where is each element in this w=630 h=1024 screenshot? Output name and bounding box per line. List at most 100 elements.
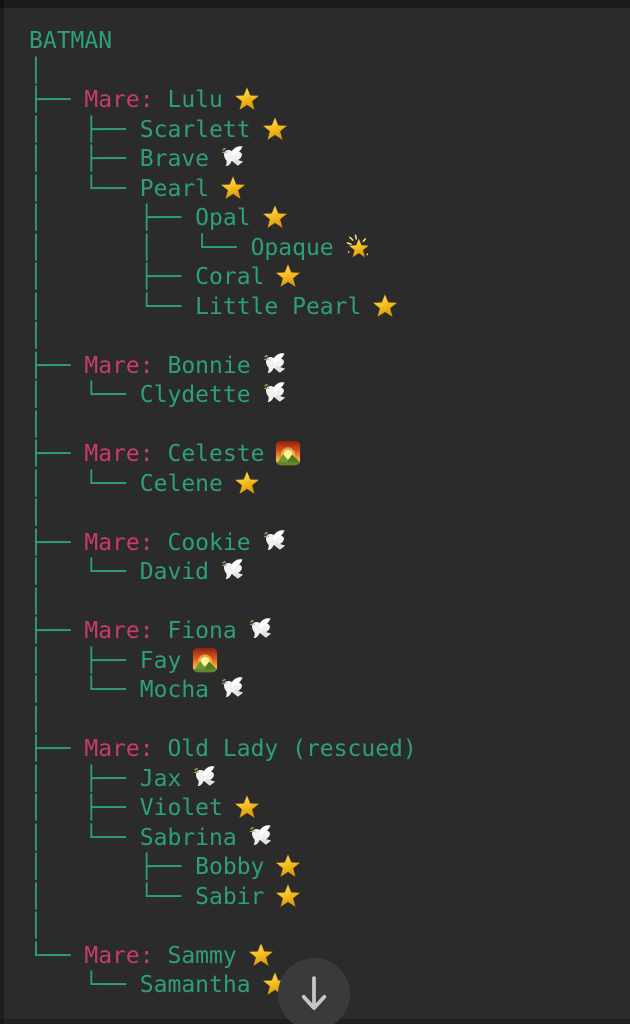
dove-icon: [248, 824, 274, 850]
tree-branch-prefix: │ ├──: [29, 205, 196, 231]
icon-slot: [334, 235, 371, 261]
horse-name: Old Lady (rescued): [167, 736, 417, 762]
star-icon: [372, 293, 398, 319]
dove-icon: [262, 352, 288, 378]
tree-row: │ ├── Opal: [29, 204, 417, 234]
glowing-star-icon: [345, 234, 371, 260]
star-icon: [275, 883, 301, 909]
star-icon: [275, 853, 301, 879]
horse-name: David: [139, 559, 210, 585]
star-icon: [220, 175, 246, 201]
tree-row: ├── Mare: Fiona: [29, 617, 417, 647]
tree-branch-prefix: ├──: [29, 87, 85, 113]
icon-slot: [209, 677, 246, 703]
mare-label: Mare:: [84, 942, 168, 969]
tree-branch-prefix: │ ├──: [29, 264, 196, 290]
tree-row: │ ├── Brave: [29, 145, 417, 175]
tree-branch-prefix: │ ├──: [29, 146, 140, 172]
down-arrow-icon: [301, 976, 327, 1010]
tree-branch-prefix: ├──: [29, 352, 85, 379]
tree-row: │: [29, 588, 417, 618]
icon-slot: [223, 87, 260, 113]
icon-slot: [181, 766, 218, 792]
horse-name: Bobby: [195, 854, 265, 880]
dove-icon: [220, 145, 246, 171]
tree-root-title: BATMAN: [29, 28, 113, 54]
icon-slot: [264, 854, 301, 880]
sunrise-icon: [275, 440, 301, 466]
star-icon: [234, 470, 260, 496]
tree-row: │: [29, 411, 417, 441]
tree-row: │ │ └── Opaque: [29, 234, 417, 264]
tree-row: │ └── Little Pearl: [29, 293, 417, 323]
top-edge-shadow: [0, 0, 630, 8]
horse-name: Pearl: [139, 175, 210, 202]
tree-row: │ ├── Violet: [29, 794, 417, 824]
tree-row: ├── Mare: Celeste: [29, 440, 417, 470]
tree-branch-prefix: └──: [29, 942, 85, 969]
tree-branch-prefix: │ ├──: [29, 765, 140, 792]
icon-slot: [237, 825, 274, 851]
tree-branch-prefix: │ └──: [29, 175, 140, 202]
icon-slot: [237, 943, 274, 969]
tree-branch-prefix: │ └──: [29, 470, 140, 497]
tree-branch-prefix: │ └──: [29, 559, 140, 585]
tree-branch-prefix: │: [29, 323, 43, 349]
dove-icon: [192, 765, 218, 791]
horse-name: Coral: [195, 264, 265, 290]
tree-row: │ └── Sabir: [29, 883, 417, 913]
horse-name: Opal: [195, 205, 251, 231]
horse-name: Celeste: [167, 441, 265, 467]
tree-row: │ └── Clydette: [29, 381, 417, 411]
horse-name: Sammy: [167, 942, 237, 969]
star-icon: [275, 263, 301, 289]
horse-name: Brave: [139, 146, 210, 172]
mare-label: Mare:: [84, 736, 168, 762]
star-icon: [248, 942, 274, 968]
tree-row: │ ├── Fay: [29, 647, 417, 677]
tree-row: ├── Mare: Cookie: [29, 529, 417, 559]
tree-row: ├── Mare: Bonnie: [29, 352, 417, 382]
tree-branch-prefix: │: [29, 411, 43, 438]
tree-branch-prefix: │: [29, 913, 43, 939]
horse-name: Cookie: [167, 529, 251, 556]
tree-branch-prefix: │ ├──: [29, 795, 140, 821]
tree-branch-prefix: │: [29, 500, 43, 526]
star-icon: [262, 116, 288, 142]
tree-branch-prefix: │ ├──: [29, 116, 140, 143]
horse-name: Bonnie: [167, 352, 251, 379]
star-icon: [262, 204, 288, 230]
tree-branch-prefix: ├──: [29, 736, 85, 762]
scroll-down-button[interactable]: [278, 958, 350, 1024]
icon-slot: [237, 618, 274, 644]
horse-name: Fay: [139, 647, 182, 674]
tree-row: │: [29, 912, 417, 942]
icon-slot: [209, 559, 246, 585]
tree-row: │: [29, 322, 417, 352]
tree-row: ├── Mare: Lulu: [29, 86, 417, 116]
tree-row: └── Mare: Sammy: [29, 942, 417, 972]
horse-name: Celene: [139, 470, 223, 497]
tree-branch-prefix: │: [29, 588, 43, 615]
icon-slot: [181, 648, 218, 674]
tree-branch-prefix: ├──: [29, 529, 85, 556]
tree-row: │ └── Mocha: [29, 676, 417, 706]
horse-name: Lulu: [167, 87, 223, 113]
tree-row: │ └── Sabrina: [29, 824, 417, 854]
mare-label: Mare:: [84, 87, 168, 113]
tree-branch-prefix: │: [29, 57, 43, 84]
icon-slot: [209, 146, 246, 172]
tree-branch-prefix: │ └──: [29, 382, 140, 408]
star-icon: [234, 794, 260, 820]
tree-row: │ └── Celene: [29, 470, 417, 500]
tree-row: │ ├── Jax: [29, 765, 417, 795]
horse-name: Sabir: [195, 883, 265, 910]
mare-label: Mare:: [84, 352, 168, 379]
family-tree: BATMAN│├── Mare: Lulu│ ├── Scarlett│ ├──…: [29, 28, 417, 998]
horse-name: Opaque: [250, 234, 334, 261]
tree-row: │ ├── Coral: [29, 263, 417, 293]
tree-row: │: [29, 57, 417, 87]
tree-branch-prefix: └──: [29, 972, 140, 998]
tree-branch-prefix: │ ├──: [29, 854, 196, 880]
